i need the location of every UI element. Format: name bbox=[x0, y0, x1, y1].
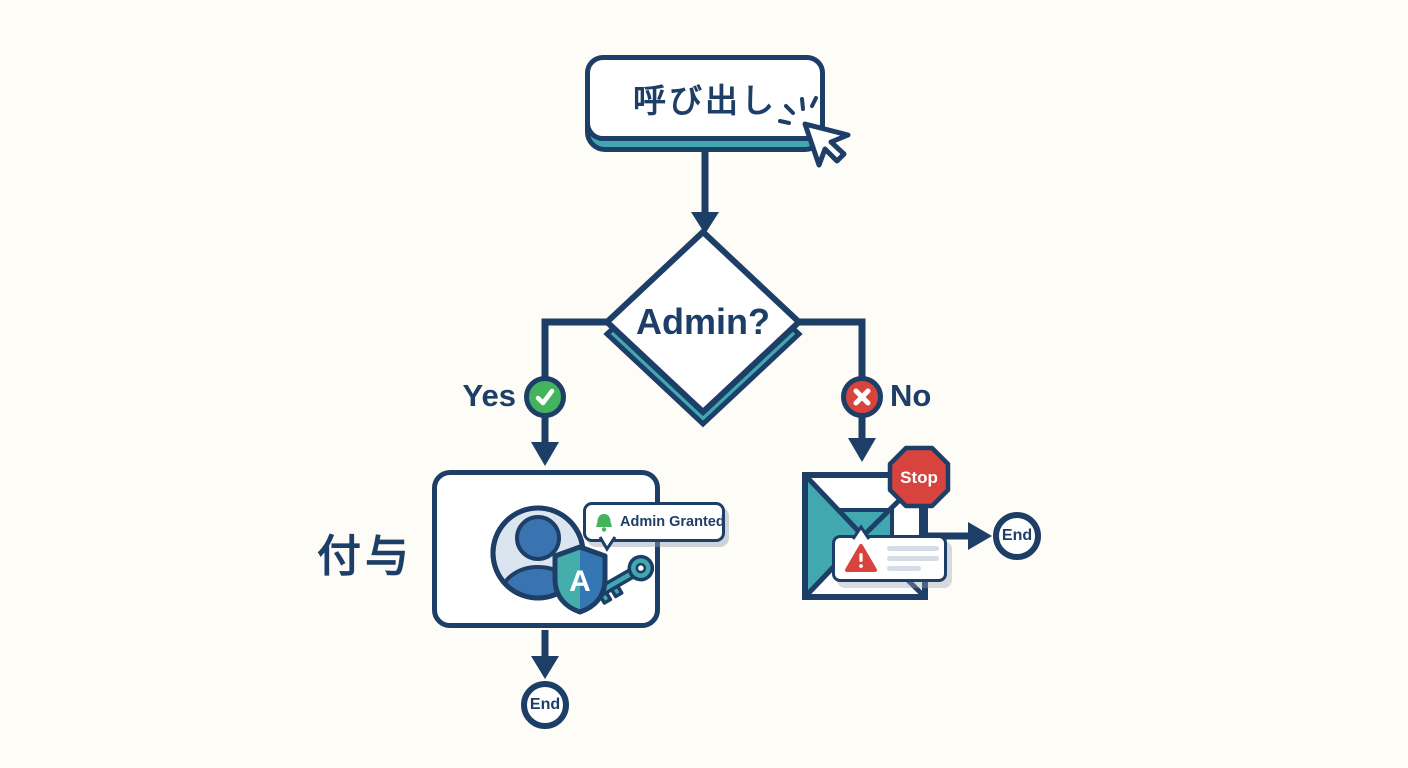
no-label: No bbox=[890, 378, 932, 413]
start-node-face: 呼び出し bbox=[585, 55, 825, 141]
check-icon bbox=[524, 376, 566, 418]
notification-bubble: Admin Granted bbox=[583, 502, 725, 552]
bubble-tail bbox=[598, 536, 617, 552]
decision-diamond bbox=[602, 227, 804, 428]
bell-icon bbox=[596, 514, 612, 532]
grant-side-label: 付与 bbox=[317, 532, 413, 581]
warning-icon bbox=[845, 544, 877, 572]
end-label: End bbox=[1001, 527, 1033, 544]
text-line bbox=[887, 566, 921, 571]
arrowhead-down-icon bbox=[848, 438, 876, 462]
popup-tail bbox=[851, 524, 871, 540]
arrowhead-right-icon bbox=[968, 522, 992, 550]
shield-letter: A bbox=[569, 565, 591, 598]
notification-label: Admin Granted bbox=[620, 514, 725, 530]
end-terminal-left: End bbox=[521, 681, 569, 729]
warning-popup bbox=[832, 524, 947, 582]
stop-sign-icon: Stop bbox=[887, 445, 951, 509]
arrowhead-down-icon bbox=[531, 442, 559, 466]
end-terminal-right: End bbox=[993, 512, 1041, 560]
text-line bbox=[887, 546, 939, 551]
key-icon bbox=[594, 554, 655, 605]
x-icon bbox=[841, 376, 883, 418]
stop-label: Stop bbox=[900, 468, 938, 487]
arrowhead-down-icon bbox=[691, 212, 719, 234]
stop-sign-post bbox=[919, 500, 926, 538]
decision-diamond-face bbox=[602, 227, 804, 417]
arrowhead-down-icon bbox=[531, 656, 559, 679]
start-node: 呼び出し bbox=[585, 55, 825, 152]
popup-text-lines bbox=[887, 546, 939, 571]
end-label: End bbox=[529, 696, 561, 713]
cursor-click-icon bbox=[778, 96, 851, 168]
text-line bbox=[887, 556, 939, 561]
decision-label: Admin? bbox=[636, 301, 770, 342]
start-node-label: 呼び出し bbox=[633, 82, 777, 119]
shield-icon: A bbox=[552, 544, 608, 615]
yes-label: Yes bbox=[462, 378, 516, 413]
